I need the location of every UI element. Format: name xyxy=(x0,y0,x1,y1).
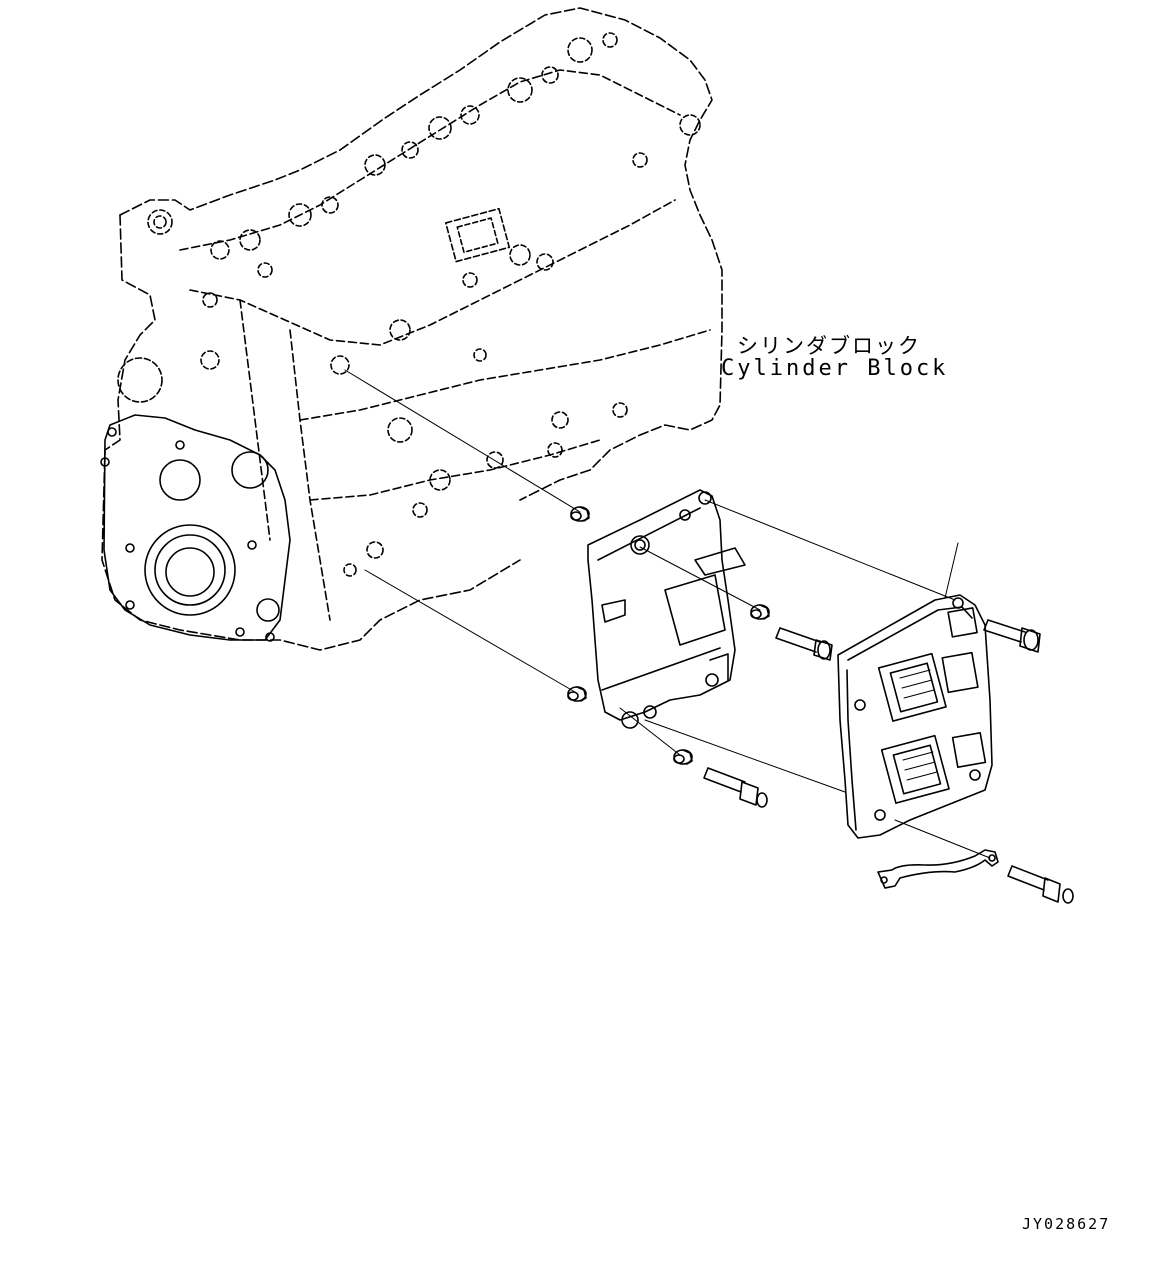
cylinder-block xyxy=(100,7,723,651)
gear-cover-bolts xyxy=(100,427,275,642)
bolt-lower-right xyxy=(1007,865,1074,904)
block-bosses xyxy=(200,348,628,577)
block-front-face xyxy=(101,214,521,651)
spacer-mid-lower xyxy=(673,749,693,765)
ecm-controller xyxy=(837,594,993,839)
exhaust-flange xyxy=(444,207,511,263)
crank-seal-inner xyxy=(154,534,226,606)
front-boss-4 xyxy=(117,357,163,403)
exhaust-flange-inner xyxy=(456,217,499,254)
bolt-upper-mid xyxy=(775,627,833,661)
deck-ridge xyxy=(179,69,681,251)
cylinder-block-label-jp: シリンダブロック xyxy=(737,334,921,358)
cylinder-head-outline xyxy=(119,7,723,501)
cylinder-block-label-en: Cylinder Block xyxy=(721,356,949,381)
spacer-lower xyxy=(567,686,587,702)
block-lower-ridge-2 xyxy=(309,439,601,501)
spacer-mid-upper xyxy=(750,604,770,620)
mounting-bracket xyxy=(587,489,746,729)
flange-bolts xyxy=(703,619,1074,904)
front-boss-2 xyxy=(231,451,269,489)
block-side-ridge xyxy=(289,329,331,621)
rubber-spacers xyxy=(567,506,770,765)
deck-ridge-2 xyxy=(189,199,676,346)
spacer-upper xyxy=(570,506,590,522)
bolt-upper-right xyxy=(983,619,1041,653)
drawing-code: JY028627 xyxy=(1022,1215,1111,1233)
harness-clamp xyxy=(877,849,999,889)
crank-seal-outer xyxy=(144,524,236,616)
crank-seal-core xyxy=(165,547,215,597)
front-boss-3 xyxy=(256,598,280,622)
assembly-lines xyxy=(344,369,991,859)
block-side-ridge-2 xyxy=(239,299,271,541)
front-gear-cover xyxy=(103,414,291,641)
head-ports xyxy=(147,32,701,341)
bolt-lower-mid xyxy=(703,767,768,808)
front-boss xyxy=(159,459,201,501)
